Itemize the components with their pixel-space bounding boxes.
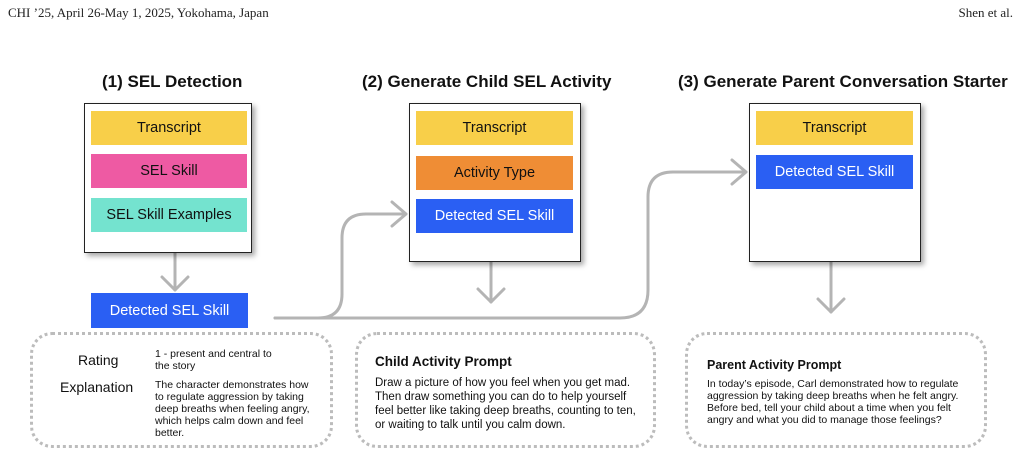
child-prompt-title: Child Activity Prompt [375, 354, 512, 369]
step3-title: (3) Generate Parent Conversation Starter [678, 72, 1008, 91]
parent-prompt-text: In today’s episode, Carl demonstrated ho… [707, 378, 959, 426]
step1-title: (1) SEL Detection [102, 72, 243, 91]
parent-prompt-panel [685, 332, 987, 448]
step1-sel-skill-examples-chip: SEL Skill Examples [91, 198, 247, 232]
arrowhead-step2-down [476, 287, 506, 304]
arrowhead-to-step3 [730, 158, 748, 186]
step2-detected-skill-chip: Detected SEL Skill [416, 199, 573, 233]
arrow-to-step3 [273, 170, 746, 320]
arrowhead-to-step2 [390, 200, 408, 228]
explanation-text: The character demonstrates how to regula… [155, 379, 310, 439]
parent-prompt-title: Parent Activity Prompt [707, 358, 842, 372]
step1-detected-skill-output: Detected SEL Skill [91, 293, 248, 328]
arrowhead-step1-down [160, 275, 190, 292]
paper-venue: CHI ’25, April 26-May 1, 2025, Yokohama,… [8, 5, 269, 20]
step1-transcript-chip: Transcript [91, 111, 247, 145]
explanation-label: Explanation [60, 379, 134, 395]
step1-sel-skill-chip: SEL Skill [91, 154, 247, 188]
arrowhead-step3-down [816, 297, 846, 314]
step3-detected-skill-chip: Detected SEL Skill [756, 155, 913, 189]
paper-authors: Shen et al. [958, 5, 1013, 20]
step2-activity-type-chip: Activity Type [416, 156, 573, 190]
step2-title: (2) Generate Child SEL Activity [362, 72, 612, 91]
step2-transcript-chip: Transcript [416, 111, 573, 145]
step3-transcript-chip: Transcript [756, 111, 913, 145]
arrow-to-step2 [273, 212, 406, 320]
detection-result-panel [30, 332, 333, 448]
child-prompt-panel [355, 332, 656, 448]
rating-label: Rating [78, 352, 119, 368]
child-prompt-text: Draw a picture of how you feel when you … [375, 377, 636, 431]
rating-value-line1: 1 - present and central to [155, 348, 272, 360]
rating-value-line2: the story [155, 360, 196, 372]
